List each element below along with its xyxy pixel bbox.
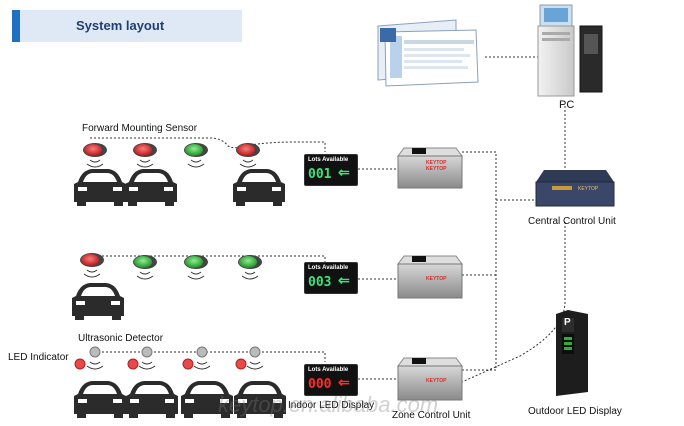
header-accent	[12, 10, 20, 42]
lots-count: 001	[308, 167, 332, 182]
outdoor-led-display	[556, 310, 588, 396]
watermark: keytop.en.alibaba.com	[218, 392, 439, 417]
zone-control-unit-3: KEYTOP	[397, 357, 463, 401]
pc-computer	[537, 4, 603, 97]
left-arrow-icon: ⇐	[338, 374, 350, 390]
lots-available-title: Lots Available	[308, 157, 349, 163]
outdoor-display-label: Outdoor LED Display	[528, 406, 622, 417]
indoor-display-label: Indoor LED Display	[288, 400, 375, 411]
brand-label: KEYTOP	[426, 160, 447, 166]
lots-count: 000	[308, 377, 332, 392]
left-arrow-icon: ⇐	[338, 272, 350, 288]
zone-control-unit-2: KEYTOP	[397, 255, 463, 299]
indoor-led-display: Lots Available 001 ⇐	[304, 154, 358, 186]
connection-lines	[358, 56, 566, 383]
car	[126, 381, 178, 418]
central-control-unit: KEYTOP	[535, 170, 615, 207]
indoor-led-display: Lots Available 003 ⇐	[304, 262, 358, 294]
lots-available-title: Lots Available	[308, 265, 349, 271]
ultrasonic-detector-label: Ultrasonic Detector	[78, 333, 164, 344]
lots-available-title: Lots Available	[308, 367, 349, 373]
zone-control-label: Zone Control Unit	[392, 410, 471, 421]
svg-text:KEYTOP: KEYTOP	[426, 378, 447, 384]
svg-text:KEYTOP: KEYTOP	[578, 186, 599, 192]
forward-sensor-label: Forward Mounting Sensor	[82, 123, 198, 134]
outdoor-sign-letter: P	[564, 317, 571, 328]
car	[74, 169, 126, 206]
svg-text:KEYTOP: KEYTOP	[426, 276, 447, 282]
row1-sensors	[74, 137, 326, 206]
row2-sensors	[72, 253, 326, 320]
zone-control-unit-1: KEYTOP	[397, 147, 463, 189]
indoor-led-display: Lots Available 000 ⇐	[304, 364, 358, 396]
car	[125, 169, 177, 206]
pc-label: PC	[559, 99, 575, 111]
lots-count: 003	[308, 275, 332, 290]
row3-sensors	[74, 346, 326, 418]
car	[74, 381, 126, 418]
page-title: System layout	[76, 18, 165, 33]
left-arrow-icon: ⇐	[338, 164, 350, 180]
led-indicator-label: LED Indicator	[8, 352, 69, 363]
car	[72, 283, 124, 320]
central-control-label: Central Control Unit	[528, 216, 616, 227]
monitor-screens	[377, 19, 479, 87]
car	[233, 169, 285, 206]
header-bar	[12, 10, 242, 42]
svg-text:KEYTOP: KEYTOP	[426, 166, 447, 172]
